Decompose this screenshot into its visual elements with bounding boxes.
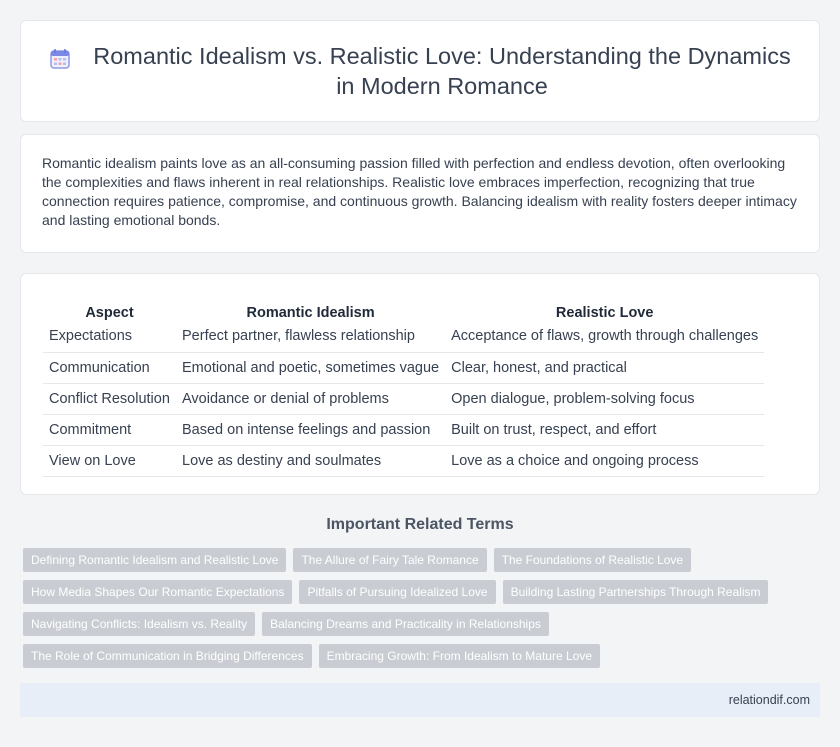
- related-term-link[interactable]: Embracing Growth: From Idealism to Matur…: [318, 644, 601, 668]
- table-cell: Communication: [43, 352, 176, 384]
- related-terms-title: Important Related Terms: [326, 516, 514, 533]
- related-term-link[interactable]: Navigating Conflicts: Idealism vs. Reali…: [23, 612, 256, 636]
- related-term-link[interactable]: Pitfalls of Pursuing Idealized Love: [299, 580, 496, 604]
- tag-row: How Media Shapes Our Romantic Expectatio…: [23, 580, 823, 604]
- table-cell: Emotional and poetic, sometimes vague: [176, 352, 446, 384]
- related-term-link[interactable]: Defining Romantic Idealism and Realistic…: [23, 548, 287, 572]
- intro-card: Romantic idealism paints love as an all-…: [20, 134, 820, 253]
- related-terms-list: Defining Romantic Idealism and Realistic…: [23, 548, 823, 676]
- related-term-link[interactable]: The Foundations of Realistic Love: [493, 548, 692, 572]
- tag-row: The Role of Communication in Bridging Di…: [23, 644, 823, 668]
- table-row: Expectations Perfect partner, flawless r…: [43, 321, 765, 353]
- comparison-table: Aspect Romantic Idealism Realistic Love …: [43, 297, 765, 477]
- table-cell: Acceptance of flaws, growth through chal…: [445, 321, 765, 353]
- table-cell: Love as a choice and ongoing process: [445, 445, 765, 477]
- related-term-link[interactable]: Balancing Dreams and Practicality in Rel…: [262, 612, 549, 636]
- column-header-aspect: Aspect: [85, 305, 134, 321]
- footer: relationdif.com: [20, 683, 820, 717]
- table-cell: Clear, honest, and practical: [445, 352, 765, 384]
- header-card: Romantic Idealism vs. Realistic Love: Un…: [20, 20, 820, 122]
- table-row: Conflict Resolution Avoidance or denial …: [43, 383, 765, 415]
- related-term-link[interactable]: Building Lasting Partnerships Through Re…: [502, 580, 769, 604]
- tag-row: Navigating Conflicts: Idealism vs. Reali…: [23, 612, 823, 636]
- table-row: Communication Emotional and poetic, some…: [43, 352, 765, 384]
- column-header-realistic-love: Realistic Love: [555, 305, 654, 321]
- related-term-link[interactable]: The Allure of Fairy Tale Romance: [293, 548, 487, 572]
- table-header-row: Aspect Romantic Idealism Realistic Love: [43, 297, 764, 321]
- table-cell: Avoidance or denial of problems: [176, 383, 446, 415]
- table-cell: Open dialogue, problem-solving focus: [445, 383, 765, 415]
- column-header-romantic-idealism: Romantic Idealism: [246, 305, 375, 321]
- table-cell: Love as destiny and soulmates: [176, 445, 446, 477]
- table-cell: Commitment: [43, 414, 176, 446]
- table-cell: Based on intense feelings and passion: [176, 414, 446, 446]
- tag-row: Defining Romantic Idealism and Realistic…: [23, 548, 823, 572]
- table-cell: Built on trust, respect, and effort: [445, 414, 765, 446]
- page-title: Romantic Idealism vs. Realistic Love: Un…: [93, 43, 791, 99]
- table-cell: Conflict Resolution: [43, 383, 176, 415]
- intro-text: Romantic idealism paints love as an all-…: [42, 155, 797, 228]
- table-cell: Perfect partner, flawless relationship: [176, 321, 446, 353]
- table-cell: View on Love: [43, 445, 176, 477]
- table-row: Commitment Based on intense feelings and…: [43, 414, 765, 446]
- comparison-card: Aspect Romantic Idealism Realistic Love …: [20, 273, 820, 495]
- calendar-icon: [49, 48, 71, 70]
- footer-brand[interactable]: relationdif.com: [728, 693, 810, 707]
- table-row: View on Love Love as destiny and soulmat…: [43, 445, 765, 477]
- related-term-link[interactable]: The Role of Communication in Bridging Di…: [23, 644, 312, 668]
- table-cell: Expectations: [43, 321, 176, 353]
- related-term-link[interactable]: How Media Shapes Our Romantic Expectatio…: [23, 580, 293, 604]
